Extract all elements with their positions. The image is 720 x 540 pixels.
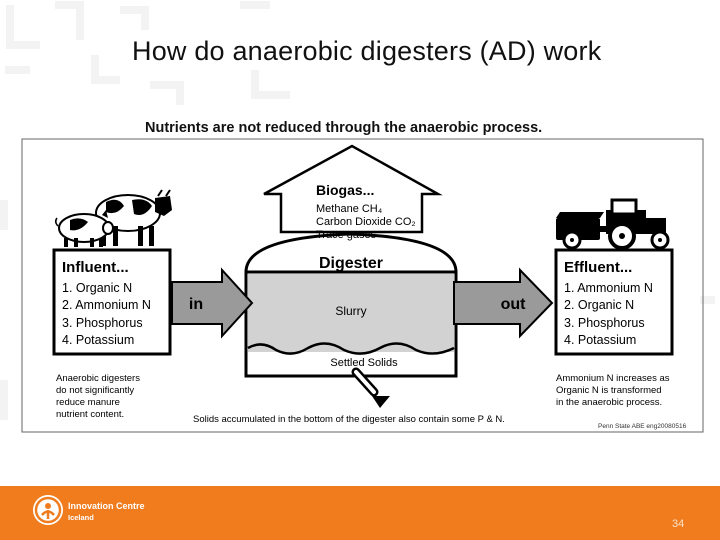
influent-note-2: do not significantly — [56, 385, 134, 396]
effluent-item-1: 1. Ammonium N — [564, 281, 653, 295]
out-label: out — [501, 296, 527, 313]
slide-title: How do anaerobic digesters (AD) work — [132, 36, 602, 66]
in-arrow — [171, 267, 254, 339]
effluent-note-3: in the anaerobic process. — [556, 397, 662, 408]
effluent-note-1: Ammonium N increases as — [556, 373, 670, 384]
digester-title: Digester — [319, 255, 383, 272]
solids-drain-valve — [351, 367, 390, 408]
footer-bar: Innovation Centre Iceland 34 — [0, 486, 720, 540]
effluent-item-2: 2. Organic N — [564, 298, 634, 312]
slurry-fill — [248, 274, 454, 352]
settled-solids-line — [247, 342, 455, 355]
tractor-icon — [556, 198, 670, 250]
org-country: Iceland — [68, 513, 94, 522]
figure-frame — [21, 138, 704, 433]
effluent-item-4: 4. Potassium — [564, 333, 636, 347]
pig-icon — [54, 210, 114, 247]
biogas-line-co2: Carbon Dioxide CO₂ — [316, 216, 416, 228]
influent-item-3: 3. Phosphorus — [62, 316, 143, 330]
in-label: in — [189, 296, 203, 313]
slurry-label: Slurry — [335, 304, 366, 318]
figure-heading: Nutrients are not reduced through the an… — [145, 120, 543, 136]
biogas-line-methane: Methane CH₄ — [316, 203, 383, 215]
biogas-arrow — [263, 144, 443, 234]
out-arrow — [453, 267, 554, 339]
influent-note-1: Anaerobic digesters — [56, 373, 140, 384]
digester-dome — [244, 232, 458, 274]
settled-solids-label: Settled Solids — [330, 357, 398, 369]
innovation-centre-logo-icon — [33, 495, 63, 525]
org-name: Innovation Centre — [68, 501, 145, 511]
effluent-box — [554, 248, 674, 356]
cow-icon — [95, 189, 172, 246]
effluent-note-2: Organic N is transformed — [556, 385, 662, 396]
solids-note: Solids accumulated in the bottom of the … — [193, 414, 505, 425]
influent-title: Influent... — [62, 259, 129, 276]
page-number: 34 — [672, 518, 685, 530]
influent-item-2: 2. Ammonium N — [62, 298, 151, 312]
influent-note-3: reduce manure — [56, 397, 120, 408]
influent-box — [52, 248, 172, 356]
influent-note-4: nutrient content. — [56, 409, 124, 420]
credit-text: Penn State ABE eng20080516 — [598, 423, 687, 430]
biogas-title: Biogas... — [316, 182, 374, 198]
effluent-title: Effluent... — [564, 259, 632, 276]
effluent-item-3: 3. Phosphorus — [564, 316, 645, 330]
influent-item-4: 4. Potassium — [62, 333, 134, 347]
influent-item-1: 1. Organic N — [62, 281, 132, 295]
biogas-line-trace: Trace gases — [316, 229, 377, 241]
